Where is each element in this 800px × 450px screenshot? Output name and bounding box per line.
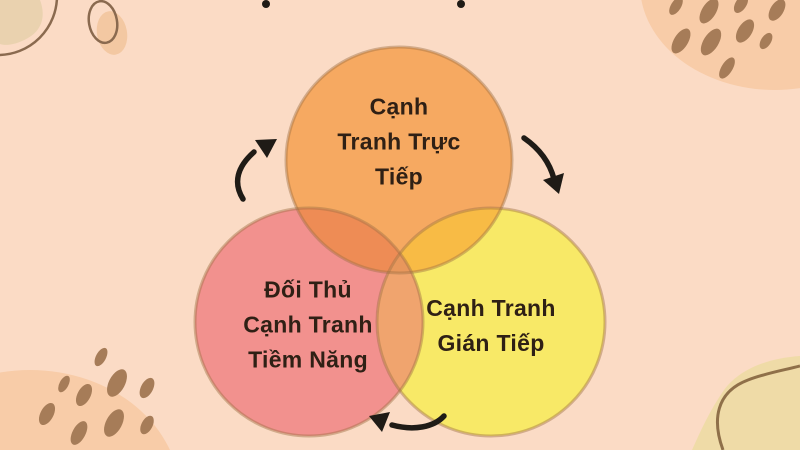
grain-pattern-top-right — [669, 0, 786, 79]
label-direct-competition: Cạnh Tranh Trực Tiếp — [337, 90, 460, 195]
cycle-arrow-down-right-icon — [521, 135, 564, 194]
label-line: Đối Thủ — [264, 276, 352, 303]
label-indirect-competition: Cạnh Tranh Gián Tiếp — [426, 291, 556, 361]
circle-outline-top — [284, 45, 514, 275]
cycle-arrows — [234, 135, 564, 432]
blob-outline-bottom-right — [716, 364, 800, 450]
grain-pattern-bottom-left — [38, 347, 155, 445]
label-line: Tiềm Năng — [248, 346, 368, 373]
corner-blob-top-left — [0, 0, 43, 45]
overlap-orange-yellow — [377, 208, 512, 273]
label-potential-competitors: Đối Thủ Cạnh Tranh Tiềm Năng — [243, 273, 373, 378]
label-line: Cạnh Tranh — [426, 295, 556, 321]
label-line: Tranh Trực — [337, 128, 461, 155]
oval-shadow-blob — [96, 11, 128, 55]
label-line: Tiếp — [374, 163, 424, 190]
venn-circles — [193, 45, 607, 438]
corner-blob-top-right — [641, 0, 800, 90]
cycle-arrow-up-right-icon — [234, 139, 277, 202]
top-dot-left — [262, 0, 270, 8]
circle-outline-left — [193, 206, 425, 438]
overlap-orange-pink — [286, 208, 423, 273]
label-line: Cạnh Tranh — [243, 311, 373, 338]
label-line: Cạnh — [369, 93, 429, 120]
circle-outline-right — [375, 206, 607, 438]
cycle-arrow-left-icon — [369, 412, 447, 432]
top-dot-right — [457, 0, 465, 8]
label-line: Gián Tiếp — [437, 330, 545, 356]
corner-blob-bottom-left — [0, 370, 170, 450]
oval-ring-outline — [87, 0, 119, 45]
